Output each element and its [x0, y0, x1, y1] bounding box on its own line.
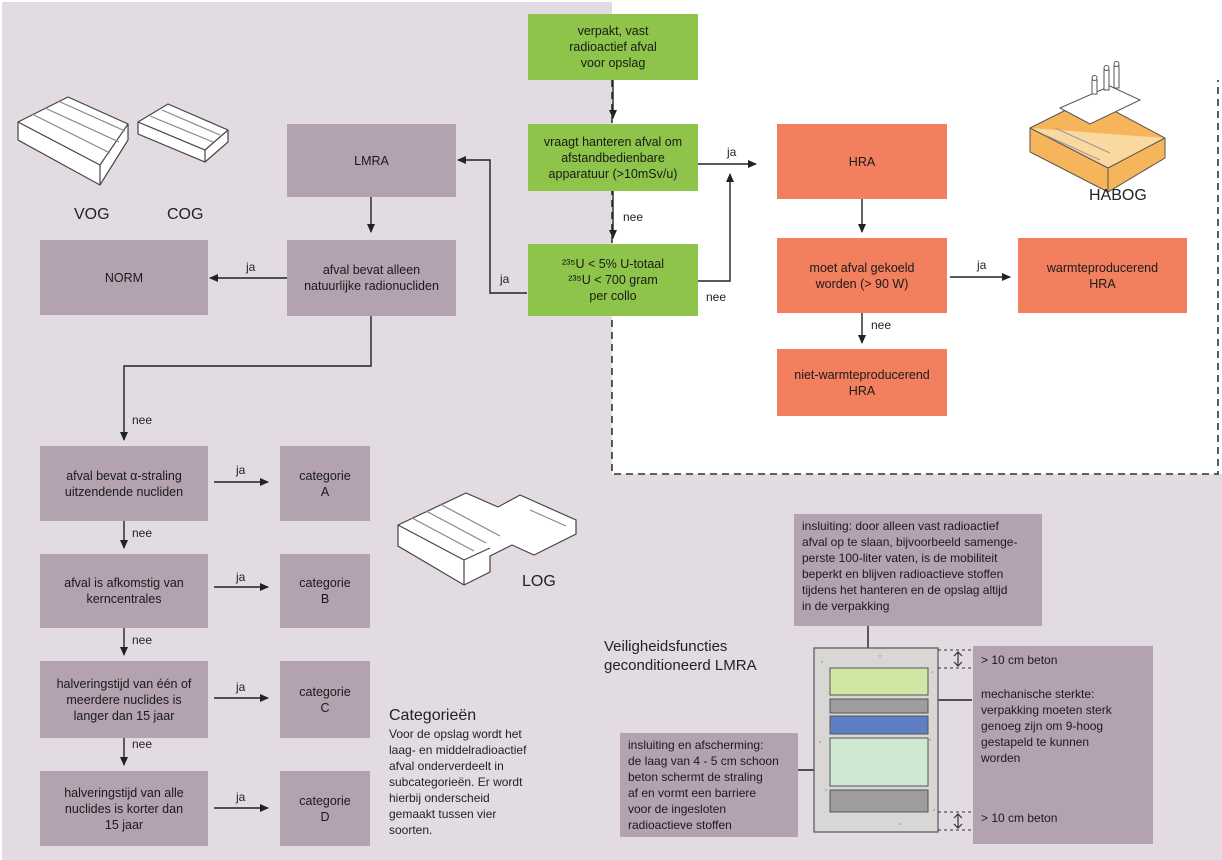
safety-title: Veiligheidsfuncties geconditioneerd LMRA: [604, 638, 757, 674]
label-ja-lmra: ja: [500, 272, 510, 286]
label-ja-cat-c: ja: [236, 680, 246, 694]
label-nee-3: nee: [132, 737, 153, 751]
label-ja-hra: ja: [727, 145, 737, 159]
label-nee-1: nee: [132, 526, 153, 540]
label-nee-alpha: nee: [132, 413, 153, 427]
label-ja-norm: ja: [246, 260, 256, 274]
habog-label: HABOG: [1089, 187, 1147, 204]
label-ja-cat-a: ja: [236, 463, 246, 477]
label-nee-2: nee: [132, 633, 153, 647]
label-ja-heat: ja: [977, 258, 987, 272]
cog-label: COG: [167, 206, 204, 223]
label-nee-cooled: nee: [871, 318, 892, 332]
vog-label: VOG: [74, 206, 110, 223]
label-nee-uranium-hra: nee: [706, 290, 727, 304]
categories-text: Categorieën Voor de opslag wordt het laa…: [389, 706, 569, 838]
label-ja-cat-d: ja: [236, 790, 246, 804]
concrete-bottom-label: > 10 cm beton: [981, 811, 1058, 825]
concrete-top-label: > 10 cm beton: [981, 653, 1058, 667]
label-nee-uranium: nee: [623, 210, 644, 224]
strength-note: > 10 cm beton mechanische sterkte: verpa…: [973, 646, 1153, 844]
lmra-box: LMRA: [287, 124, 456, 197]
confinement-note: insluiting: door alleen vast radioactief…: [794, 514, 1042, 626]
norm-box: NORM: [40, 240, 208, 315]
hra-box: HRA: [777, 124, 947, 199]
label-ja-cat-b: ja: [236, 570, 246, 584]
categories-title: Categorieën: [389, 707, 477, 724]
log-label: LOG: [522, 573, 556, 590]
shielding-note: insluiting en afscherming: de laag van 4…: [620, 733, 798, 837]
